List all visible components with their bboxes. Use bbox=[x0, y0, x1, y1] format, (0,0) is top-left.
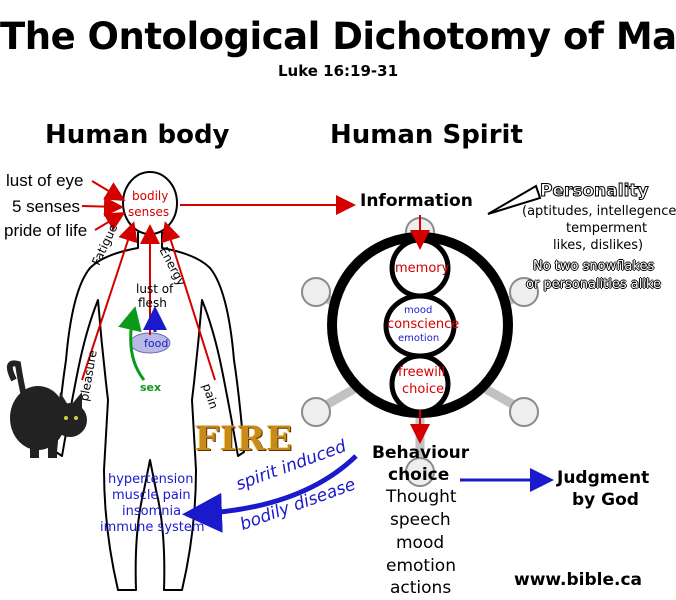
input-5-senses: 5 senses bbox=[12, 197, 81, 216]
emotion-label: emotion bbox=[398, 333, 440, 344]
input-pride-of-life: pride of life bbox=[4, 221, 88, 240]
freewill-label-1: freewill bbox=[398, 365, 446, 380]
freewill-label-2: choice bbox=[402, 382, 445, 397]
behaviour-mood: mood bbox=[396, 533, 445, 553]
behaviour-label-1: Behaviour bbox=[372, 443, 470, 463]
personality-pointer bbox=[487, 184, 542, 215]
arrow-energy bbox=[161, 221, 216, 381]
subtitle: Luke 16:19-31 bbox=[277, 62, 399, 80]
disease-insomnia: insomnia bbox=[122, 504, 182, 519]
disease-muscle-pain: muscle pain bbox=[112, 488, 191, 503]
lust-label-1: lust of bbox=[136, 282, 174, 296]
arrow-5-senses bbox=[81, 196, 124, 217]
personality-line-2: temperment bbox=[566, 221, 648, 236]
judgment-label-1: Judgment bbox=[557, 468, 650, 488]
arrow-spirit-to-body bbox=[182, 454, 358, 533]
behaviour-actions: actions bbox=[390, 578, 452, 598]
arrow-fatigue bbox=[81, 221, 138, 381]
arrow-sex bbox=[118, 306, 146, 381]
personality-heading: Personality bbox=[540, 181, 650, 201]
page-title: The Ontological Dichotomy of Man bbox=[0, 15, 676, 58]
disease-hypertension: hypertension bbox=[108, 472, 194, 487]
spirit-heading: Human Spirit bbox=[330, 120, 523, 150]
senses-label-2: senses bbox=[128, 205, 170, 219]
conscience-oval bbox=[383, 293, 457, 359]
behaviour-label-2: choice bbox=[388, 465, 450, 485]
information-label: Information bbox=[360, 191, 473, 211]
arrow-lust-of-eye bbox=[91, 180, 126, 202]
personality-line-4: No two snowflakes bbox=[533, 259, 655, 274]
lust-label-2: flesh bbox=[138, 296, 167, 310]
mood-label: mood bbox=[404, 305, 433, 316]
conscience-label: conscience bbox=[387, 317, 460, 332]
judgment-label-2: by God bbox=[572, 490, 639, 510]
cat-icon bbox=[6, 360, 87, 458]
sex-label: sex bbox=[140, 381, 162, 394]
food-label: food bbox=[144, 337, 169, 350]
fire-label: FIRE bbox=[195, 419, 294, 459]
personality-line-1: (aptitudes, intellegence bbox=[522, 204, 676, 219]
behaviour-emotion: emotion bbox=[386, 556, 456, 576]
personality-line-5: or personalities alike bbox=[526, 277, 662, 292]
arrow-pride-of-life bbox=[94, 211, 126, 231]
memory-label: memory bbox=[395, 261, 450, 276]
body-heading: Human body bbox=[45, 120, 230, 150]
personality-line-3: likes, dislikes) bbox=[553, 238, 644, 253]
website-label: www.bible.ca bbox=[514, 570, 643, 590]
behaviour-speech: speech bbox=[390, 510, 451, 530]
disease-immune-system: immune system bbox=[100, 520, 205, 535]
input-lust-of-eye: lust of eye bbox=[6, 171, 84, 190]
senses-label-1: bodily bbox=[132, 189, 169, 203]
behaviour-thought: Thought bbox=[386, 487, 457, 507]
